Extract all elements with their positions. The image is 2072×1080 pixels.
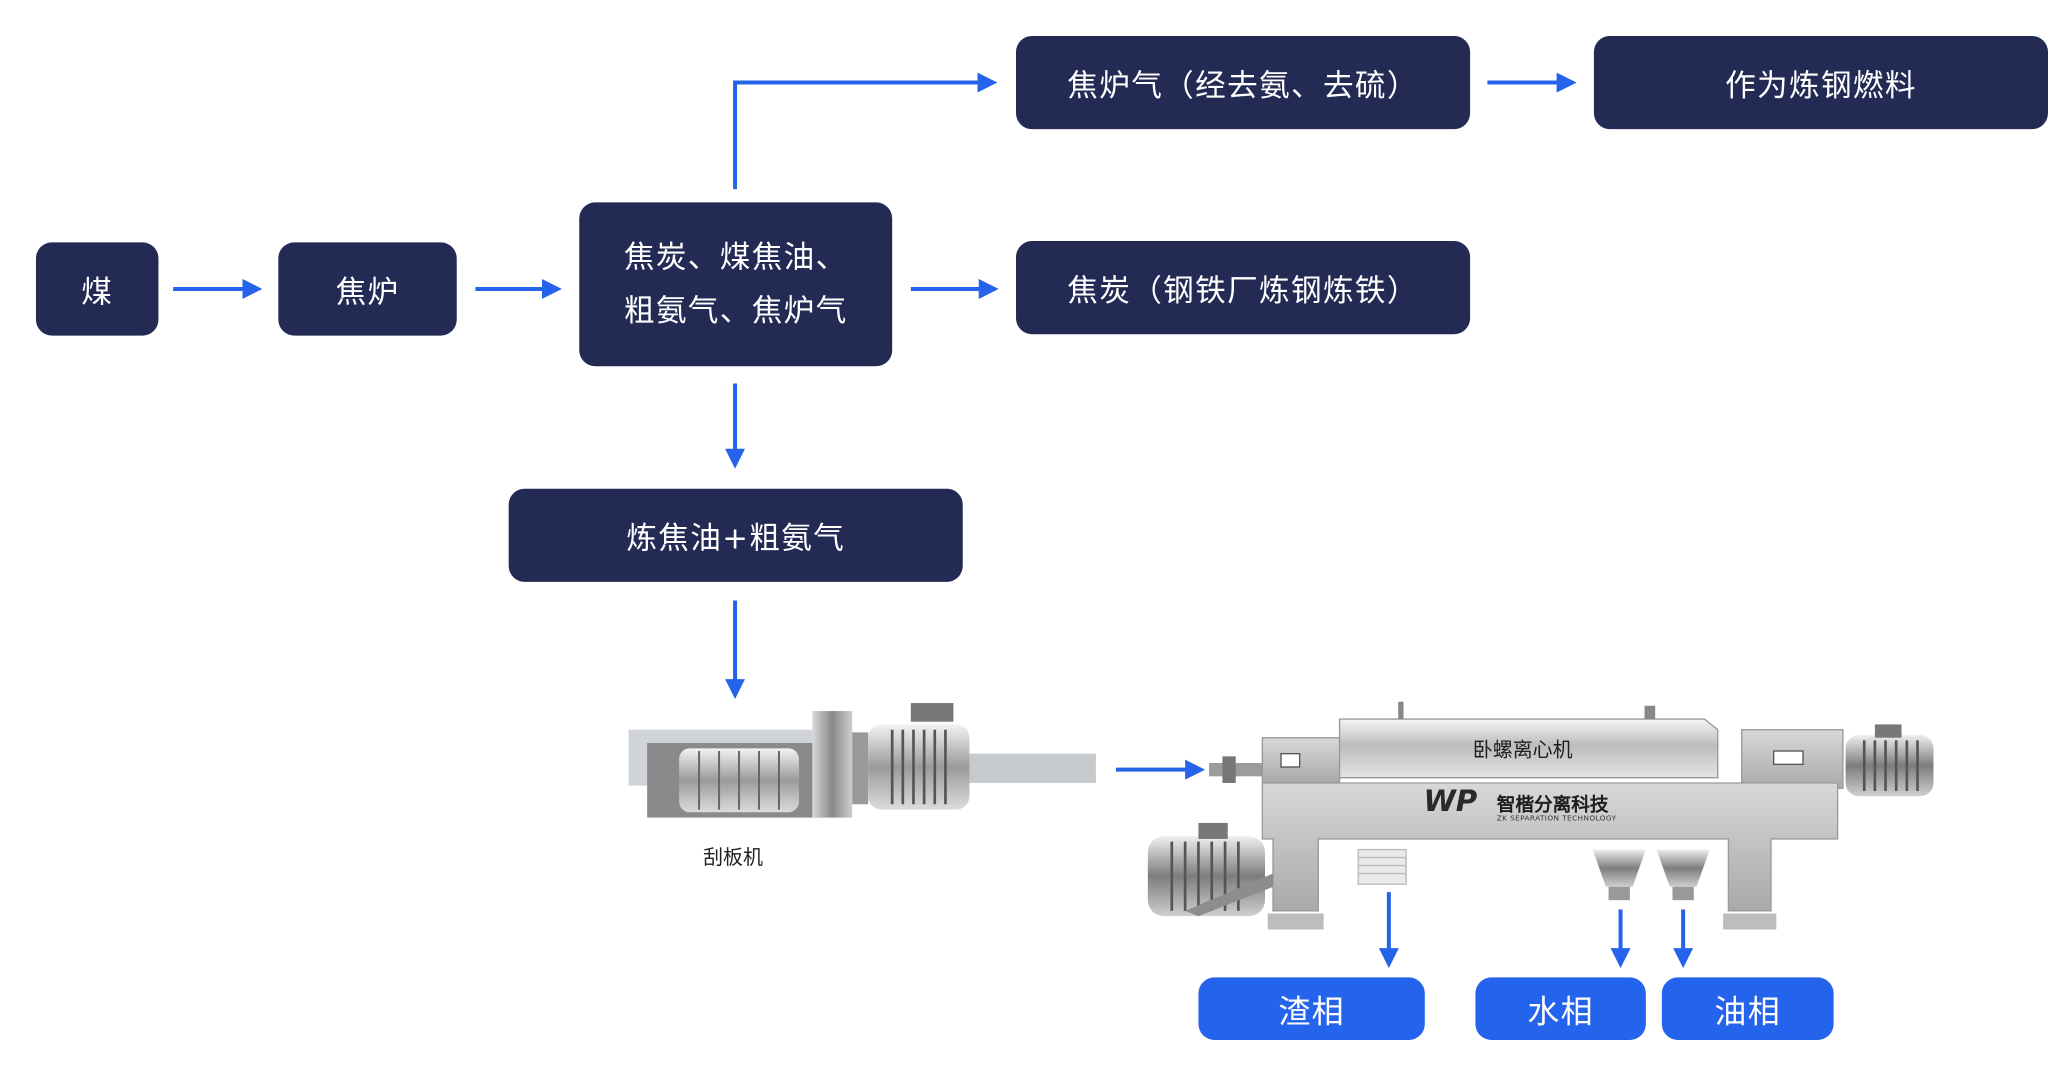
node-coke-use: 焦炭（钢铁厂炼钢炼铁） <box>1016 241 1471 335</box>
decanter-centrifuge-illustration <box>1147 701 1934 930</box>
arrow-products-to-gas <box>733 72 998 190</box>
node-coal: 煤 <box>35 242 159 336</box>
node-coke-oven-gas: 焦炉气（经去氨、去硫） <box>1016 35 1471 130</box>
scraper-label: 刮板机 <box>703 845 764 870</box>
node-coking-products-line2: 粗氨气、焦炉气 <box>623 293 848 329</box>
node-steel-fuel: 作为炼钢燃料 <box>1593 35 2049 130</box>
output-slag-phase: 渣相 <box>1198 977 1425 1040</box>
output-water-phase: 水相 <box>1475 977 1646 1040</box>
brand-logo: WP <box>1423 785 1478 819</box>
output-oil-phase: 油相 <box>1661 977 1834 1040</box>
node-coking-products: 焦炭、煤焦油、 粗氨气、焦炉气 <box>579 202 893 367</box>
node-coking-products-line1: 焦炭、煤焦油、 <box>623 240 848 275</box>
scraper-machine-illustration <box>628 703 1096 818</box>
node-tar-ammonia: 炼焦油+粗氨气 <box>508 488 963 582</box>
centrifuge-label: 卧螺离心机 <box>1472 737 1573 762</box>
brand-name-cn: 智楷分离科技 <box>1496 794 1609 817</box>
node-coke-oven: 焦炉 <box>278 242 457 336</box>
brand-name-en: ZK SEPARATION TECHNOLOGY <box>1496 814 1617 823</box>
